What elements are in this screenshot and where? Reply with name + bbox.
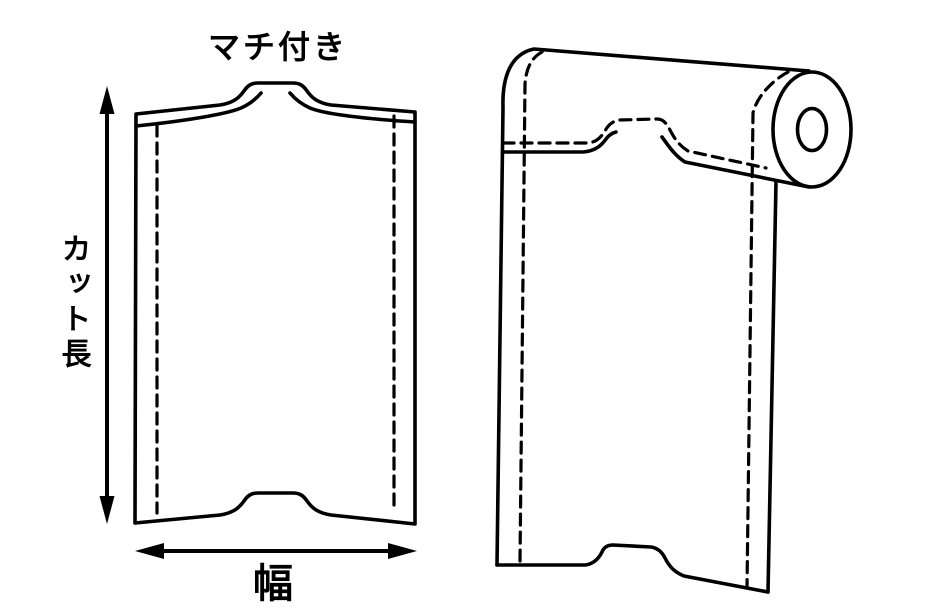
bag-opening-edge-right	[288, 91, 417, 124]
cut-length-arrowhead-top	[99, 86, 115, 114]
roll-fold-line-right	[745, 70, 790, 590]
roll-film-outline	[495, 47, 811, 567]
roll-figure	[495, 47, 853, 594]
width-label: 幅	[253, 561, 293, 607]
cut-length-arrowhead-bottom	[99, 496, 115, 524]
gusset-label: マチ付き	[207, 28, 348, 66]
roll-bag-bottom-edge	[495, 543, 770, 594]
roll-core-hole	[795, 106, 829, 153]
bag-outline	[133, 81, 417, 526]
width-arrowhead-left	[135, 543, 164, 559]
width-arrowhead-right	[388, 543, 417, 559]
cut-length-label: カット長	[55, 233, 91, 373]
film-right-edge	[766, 180, 778, 594]
flat-bag-figure	[133, 81, 417, 526]
roll-fold-line-left	[518, 50, 544, 563]
perforation-line	[501, 117, 768, 170]
bag-opening-edge-left	[134, 91, 263, 128]
cut-length-arrow-icon	[99, 86, 115, 524]
sheet-cut-edge	[501, 130, 618, 154]
roll-underside-edge	[660, 135, 811, 189]
width-arrow-icon	[135, 543, 417, 559]
